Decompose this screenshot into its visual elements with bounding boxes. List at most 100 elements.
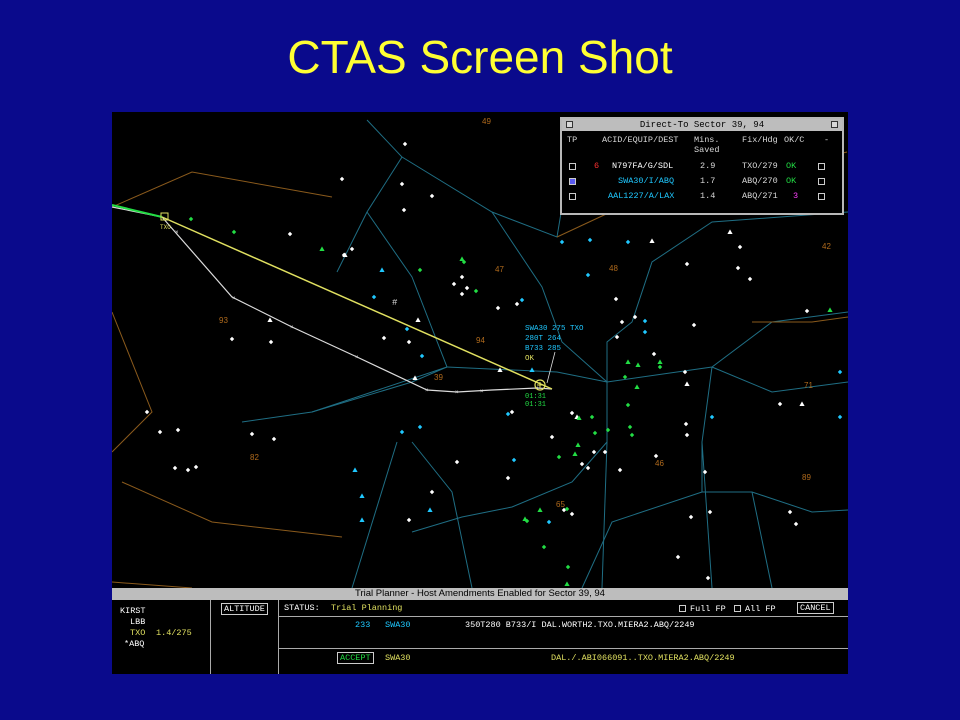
aircraft-target[interactable] bbox=[419, 353, 425, 359]
aircraft-target[interactable] bbox=[537, 507, 543, 512]
aircraft-target[interactable] bbox=[591, 449, 597, 455]
aircraft-target[interactable] bbox=[459, 256, 465, 261]
aircraft-target[interactable] bbox=[619, 319, 625, 325]
aircraft-target[interactable] bbox=[519, 297, 525, 303]
aircraft-target[interactable] bbox=[401, 207, 407, 213]
aircraft-target[interactable] bbox=[605, 427, 611, 433]
aircraft-target[interactable] bbox=[585, 465, 591, 471]
aircraft-target[interactable] bbox=[564, 506, 570, 512]
aircraft-target[interactable] bbox=[737, 244, 743, 250]
aircraft-target[interactable] bbox=[799, 401, 805, 406]
aircraft-target[interactable] bbox=[529, 367, 535, 372]
aircraft-target[interactable] bbox=[505, 475, 511, 481]
aircraft-target[interactable] bbox=[406, 517, 412, 523]
aircraft-target[interactable] bbox=[683, 421, 689, 427]
aircraft-target[interactable] bbox=[342, 252, 348, 257]
direct-to-titlebar[interactable]: Direct-To Sector 39, 94 bbox=[562, 119, 842, 131]
aircraft-target[interactable] bbox=[172, 465, 178, 471]
aircraft-target[interactable] bbox=[427, 507, 433, 512]
aircraft-target[interactable] bbox=[454, 459, 460, 465]
aircraft-target[interactable] bbox=[319, 246, 325, 251]
trial-planner[interactable]: Trial Planner - Host Amendments Enabled … bbox=[112, 588, 848, 674]
aircraft-target[interactable] bbox=[617, 467, 623, 473]
aircraft-target[interactable] bbox=[497, 367, 503, 372]
aircraft-target[interactable] bbox=[406, 339, 412, 345]
aircraft-target[interactable] bbox=[352, 467, 358, 472]
window-minimize-button[interactable] bbox=[831, 121, 838, 128]
aircraft-target[interactable] bbox=[412, 375, 418, 380]
aircraft-target[interactable] bbox=[268, 339, 274, 345]
aircraft-target[interactable] bbox=[727, 229, 733, 234]
aircraft-target[interactable] bbox=[657, 364, 663, 370]
aircraft-target[interactable] bbox=[747, 276, 753, 282]
aircraft-target[interactable] bbox=[629, 432, 635, 438]
aircraft-target[interactable] bbox=[381, 335, 387, 341]
aircraft-target[interactable] bbox=[587, 237, 593, 243]
aircraft-target[interactable] bbox=[707, 509, 713, 515]
delete-checkbox[interactable] bbox=[818, 178, 825, 185]
aircraft-target[interactable] bbox=[688, 514, 694, 520]
aircraft-target[interactable] bbox=[625, 359, 631, 364]
direct-to-row[interactable]: SWA30/I/ABQ 1.7 ABQ/270 OK bbox=[562, 175, 842, 187]
aircraft-target[interactable] bbox=[642, 318, 648, 324]
aircraft-target[interactable] bbox=[415, 317, 421, 322]
aircraft-target[interactable] bbox=[556, 454, 562, 460]
aircraft-target[interactable] bbox=[339, 176, 345, 182]
aircraft-target[interactable] bbox=[505, 411, 511, 417]
aircraft-target[interactable] bbox=[249, 431, 255, 437]
aircraft-target[interactable] bbox=[564, 581, 570, 586]
aircraft-target[interactable] bbox=[459, 274, 465, 280]
aircraft-target[interactable] bbox=[622, 374, 628, 380]
aircraft-target[interactable] bbox=[653, 453, 659, 459]
aircraft-target[interactable] bbox=[576, 415, 582, 420]
aircraft-target[interactable] bbox=[546, 519, 552, 525]
tp-checkbox[interactable] bbox=[569, 178, 576, 185]
aircraft-target[interactable] bbox=[267, 317, 273, 322]
aircraft-target[interactable] bbox=[684, 381, 690, 386]
aircraft-target[interactable] bbox=[549, 434, 555, 440]
aircraft-target[interactable] bbox=[188, 216, 194, 222]
aircraft-target[interactable] bbox=[559, 239, 565, 245]
aircraft-target[interactable] bbox=[625, 239, 631, 245]
aircraft-target[interactable] bbox=[429, 489, 435, 495]
aircraft-target[interactable] bbox=[417, 424, 423, 430]
aircraft-target[interactable] bbox=[404, 326, 410, 332]
aircraft-target[interactable] bbox=[349, 246, 355, 252]
tp-checkbox[interactable] bbox=[569, 193, 576, 200]
aircraft-target[interactable] bbox=[787, 509, 793, 515]
tp-checkbox[interactable] bbox=[569, 163, 576, 170]
aircraft-target[interactable] bbox=[735, 265, 741, 271]
direct-to-row[interactable]: AAL1227/A/LAX 1.4 ABQ/271 3 bbox=[562, 190, 842, 202]
aircraft-target[interactable] bbox=[627, 424, 633, 430]
window-menu-button[interactable] bbox=[566, 121, 573, 128]
aircraft-target[interactable] bbox=[193, 464, 199, 470]
aircraft-target[interactable] bbox=[589, 414, 595, 420]
aircraft-target[interactable] bbox=[451, 281, 457, 287]
aircraft-target[interactable] bbox=[371, 294, 377, 300]
delete-checkbox[interactable] bbox=[818, 163, 825, 170]
altitude-button[interactable]: ALTITUDE bbox=[221, 603, 268, 615]
aircraft-target[interactable] bbox=[473, 288, 479, 294]
aircraft-target[interactable] bbox=[684, 432, 690, 438]
aircraft-target[interactable] bbox=[649, 238, 655, 243]
aircraft-target[interactable] bbox=[777, 401, 783, 407]
aircraft-target[interactable] bbox=[837, 369, 843, 375]
cancel-button[interactable]: CANCEL bbox=[797, 602, 834, 614]
aircraft-target[interactable] bbox=[651, 351, 657, 357]
aircraft-target[interactable] bbox=[682, 369, 688, 375]
aircraft-target[interactable] bbox=[572, 451, 578, 456]
aircraft-target[interactable] bbox=[709, 414, 715, 420]
aircraft-target[interactable] bbox=[575, 442, 581, 447]
accept-button[interactable]: ACCEPT bbox=[337, 652, 374, 664]
aircraft-target[interactable] bbox=[231, 229, 237, 235]
aircraft-target[interactable] bbox=[229, 336, 235, 342]
aircraft-target[interactable] bbox=[804, 308, 810, 314]
aircraft-target[interactable] bbox=[691, 322, 697, 328]
aircraft-target[interactable] bbox=[569, 410, 575, 416]
aircraft-target[interactable] bbox=[511, 457, 517, 463]
aircraft-target[interactable] bbox=[185, 467, 191, 473]
aircraft-target[interactable] bbox=[287, 231, 293, 237]
aircraft-target[interactable] bbox=[684, 261, 690, 267]
aircraft-target[interactable] bbox=[429, 193, 435, 199]
aircraft-target[interactable] bbox=[417, 267, 423, 273]
